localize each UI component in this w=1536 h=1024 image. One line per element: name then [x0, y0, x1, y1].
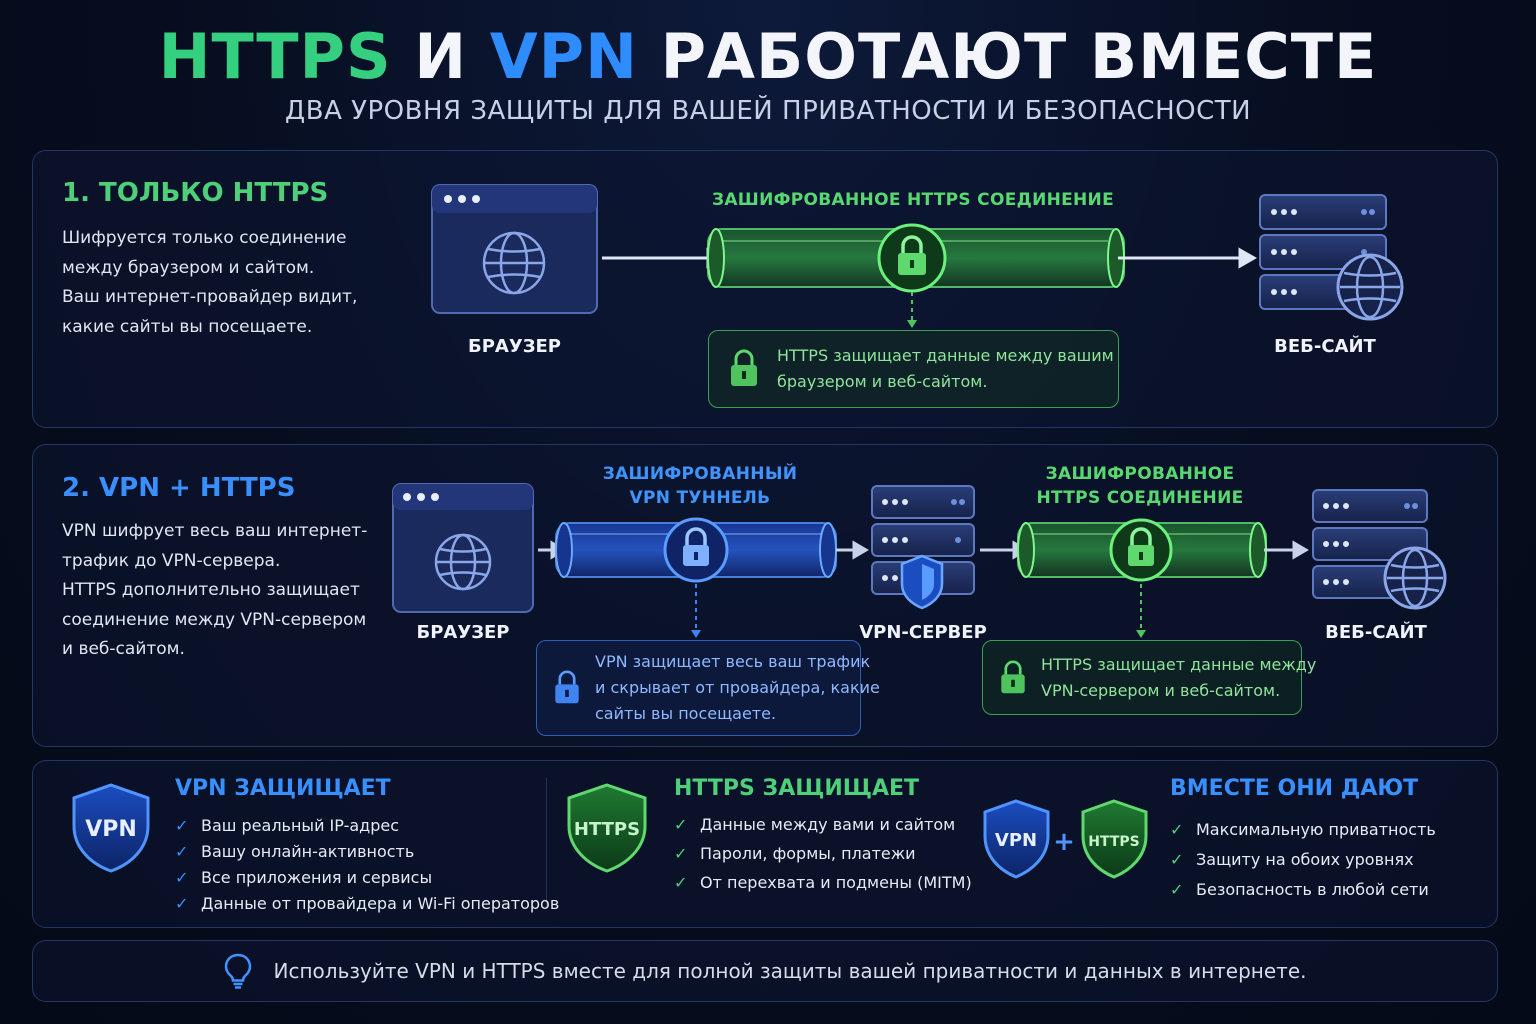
list-item: ✓Пароли, формы, платежи: [674, 844, 916, 863]
shield-icon: [900, 554, 944, 610]
check-icon: ✓: [674, 844, 688, 863]
lock-icon: [731, 349, 757, 386]
title-rest: РАБОТАЮТ ВМЕСТЕ: [660, 20, 1378, 93]
vpn-summary-list: ✓Ваш реальный IP-адрес ✓Вашу онлайн-акти…: [175, 812, 559, 916]
arrow-https-to-website: [1264, 540, 1309, 560]
page-title: HTTPS И VPN РАБОТАЮТ ВМЕСТЕ: [0, 20, 1536, 93]
page-subtitle: ДВА УРОВНЯ ЗАЩИТЫ ДЛЯ ВАШЕЙ ПРИВАТНОСТИ …: [284, 96, 1252, 126]
list-item: ✓Данные между вами и сайтом: [674, 815, 956, 834]
title-https: HTTPS: [158, 20, 392, 93]
browser-window-icon: [392, 483, 534, 613]
arrow-browser-to-tube: [602, 247, 726, 269]
list-item: ✓От перехвата и подмены (MITM): [674, 873, 972, 892]
https-shield-badge: HTTPS: [567, 783, 647, 873]
title-vpn: VPN: [489, 20, 638, 93]
section2-website-label: ВЕБ-САЙТ: [1325, 622, 1427, 643]
title-and: И: [414, 20, 468, 93]
section1-diagram: [431, 184, 1404, 328]
check-icon: ✓: [1170, 879, 1184, 899]
arrow-vpn-to-server: [836, 540, 869, 560]
vpn-shield-badge: VPN: [72, 783, 150, 873]
lock-icon: [1109, 518, 1173, 582]
check-icon: ✓: [175, 867, 189, 887]
check-icon: ✓: [674, 873, 688, 892]
https-summary-list: ✓Данные между вами и сайтом ✓Пароли, фор…: [674, 810, 972, 897]
together-summary-list: ✓Максимальную приватность ✓Защиту на обо…: [1170, 814, 1436, 904]
summary-panel: [32, 760, 1498, 928]
vpn-badge-text: VPN: [85, 817, 137, 842]
vpn-summary-title: VPN ЗАЩИЩАЕТ: [175, 776, 391, 801]
section1-browser-label: БРАУЗЕР: [468, 336, 561, 357]
together-https-text: HTTPS: [1088, 834, 1139, 850]
arrow-tube-to-website: [1118, 247, 1258, 269]
check-icon: ✓: [175, 893, 189, 913]
section-https-only: [32, 150, 1498, 428]
section2-browser-label: БРАУЗЕР: [416, 622, 510, 643]
section1-title: 1. ТОЛЬКО HTTPS: [62, 178, 329, 208]
list-item: ✓Безопасность в любой сети: [1170, 879, 1429, 899]
list-item: ✓Вашу онлайн-активность: [175, 841, 415, 861]
together-summary-title: ВМЕСТЕ ОНИ ДАЮТ: [1170, 776, 1419, 801]
section1-description: Шифруется только соединение между браузе…: [62, 228, 358, 337]
section1-website-label: ВЕБ-САЙТ: [1274, 336, 1376, 357]
section-vpn-https: [32, 444, 1498, 747]
globe-icon: [434, 533, 492, 591]
check-icon: ✓: [175, 815, 189, 835]
globe-icon: [482, 231, 546, 295]
lock-icon: [555, 670, 579, 704]
globe-icon: [1336, 253, 1404, 321]
check-icon: ✓: [1170, 819, 1184, 839]
server-icon: [1312, 489, 1447, 610]
check-icon: ✓: [1170, 849, 1184, 869]
https-badge-text: HTTPS: [574, 819, 640, 840]
list-item: ✓Данные от провайдера и Wi-Fi операторов: [175, 893, 560, 913]
list-item: ✓Максимальную приватность: [1170, 819, 1436, 839]
tip-panel: Используйте VPN и HTTPS вместе для полно…: [32, 940, 1498, 1002]
section2-title: 2. VPN + HTTPS: [62, 473, 296, 503]
check-icon: ✓: [674, 815, 688, 834]
lock-icon: [877, 223, 947, 293]
server-icon: [871, 485, 975, 610]
list-item: ✓Ваш реальный IP-адрес: [175, 815, 399, 835]
lightbulb-icon: [224, 953, 251, 989]
lock-icon: [663, 517, 729, 583]
section1-tube-label: ЗАШИФРОВАННОЕ HTTPS СОЕДИНЕНИЕ: [711, 190, 1115, 210]
summary-divider: [546, 778, 547, 908]
check-icon: ✓: [175, 841, 189, 861]
plus-icon: +: [1053, 827, 1075, 857]
section2-description: VPN шифрует весь ваш интернет- трафик до…: [62, 521, 368, 659]
list-item: ✓Защиту на обоих уровнях: [1170, 849, 1414, 869]
list-item: ✓Все приложения и сервисы: [175, 867, 433, 887]
https-summary-title: HTTPS ЗАЩИЩАЕТ: [674, 776, 920, 801]
together-vpn-text: VPN: [995, 830, 1037, 851]
lock-icon: [1001, 660, 1025, 693]
browser-window-icon: [431, 184, 598, 314]
tip-text: Используйте VPN и HTTPS вместе для полно…: [273, 959, 1307, 983]
section2-diagram: [392, 483, 1447, 638]
server-icon: [1259, 194, 1404, 321]
section2-vpn-server-label: VPN-СЕРВЕР: [859, 622, 987, 643]
globe-icon: [1383, 546, 1447, 610]
together-badges: VPN + HTTPS: [983, 799, 1148, 879]
